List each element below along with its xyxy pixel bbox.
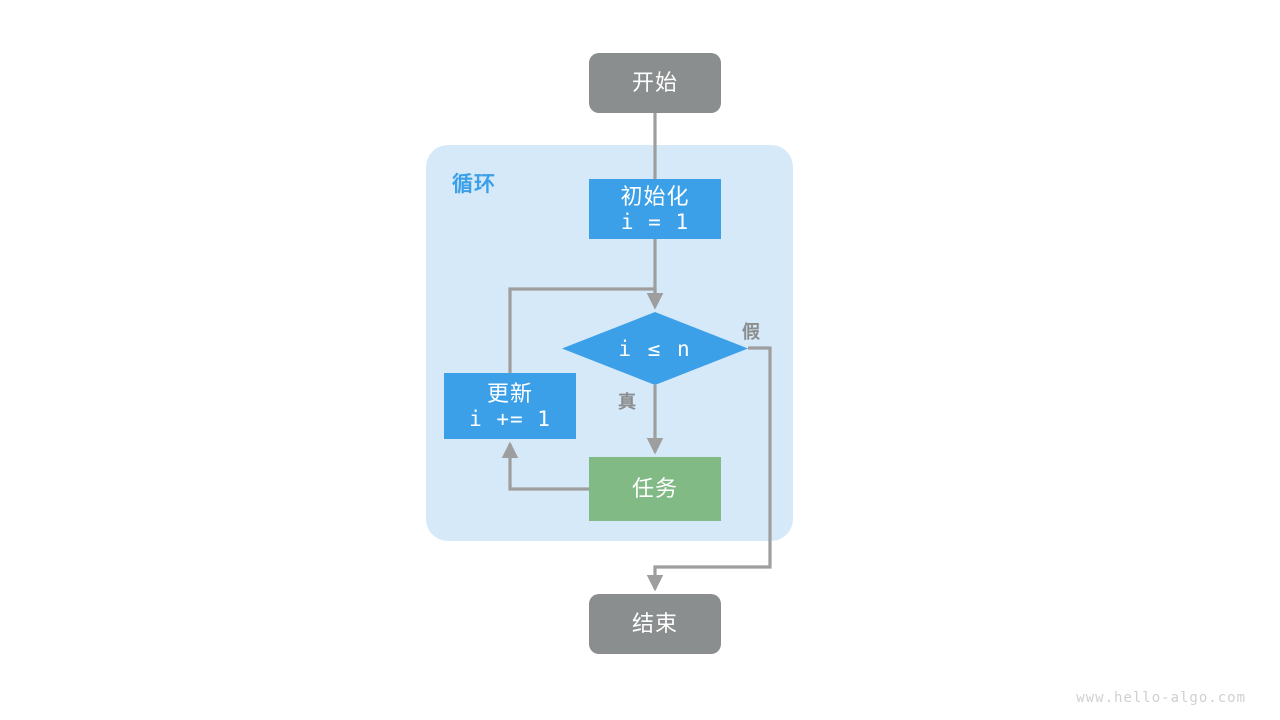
node-start-label: 开始 xyxy=(631,70,678,96)
node-end[interactable]: 结束 xyxy=(589,594,721,654)
edge-label-false: 假 xyxy=(742,322,760,342)
loop-container-label: 循环 xyxy=(452,173,496,196)
node-init[interactable]: 初始化 i = 1 xyxy=(589,179,721,239)
node-condition-label: i ≤ n xyxy=(618,336,692,361)
node-task-label: 任务 xyxy=(631,476,678,502)
node-task[interactable]: 任务 xyxy=(589,457,721,521)
node-end-label: 结束 xyxy=(631,611,678,637)
node-condition[interactable]: i ≤ n xyxy=(562,312,748,385)
node-init-code: i = 1 xyxy=(620,209,690,234)
edge-label-true: 真 xyxy=(618,392,636,412)
node-update-label: 更新 xyxy=(486,380,533,406)
watermark: www.hello-algo.com xyxy=(1076,690,1246,706)
node-update-code: i += 1 xyxy=(469,406,551,431)
node-init-label: 初始化 xyxy=(620,183,690,209)
node-start[interactable]: 开始 xyxy=(589,53,721,113)
node-update[interactable]: 更新 i += 1 xyxy=(444,373,576,439)
